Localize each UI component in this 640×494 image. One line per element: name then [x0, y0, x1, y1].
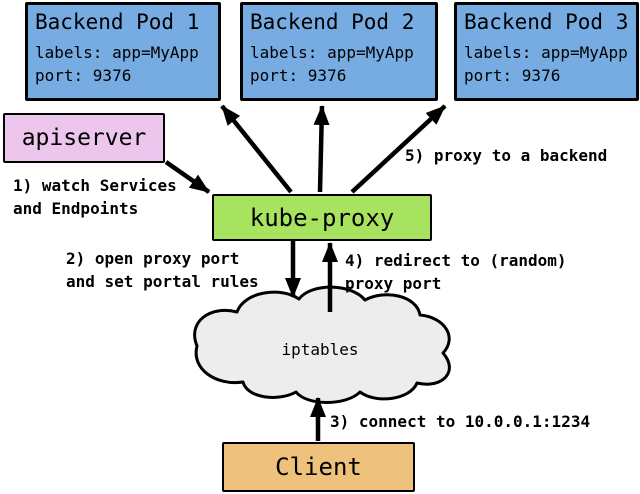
- annotation-step4-line1: 4) redirect to (random): [345, 251, 567, 270]
- annotation-step1: 1) watch Services and Endpoints: [13, 174, 177, 220]
- arrow-kube-proxy-to-pod1: [220, 104, 293, 194]
- pod-2-port: port: 9376: [250, 66, 347, 85]
- client-label: Client: [275, 453, 362, 481]
- annotation-step2-line2: and set portal rules: [66, 272, 259, 291]
- annotation-step3: 3) connect to 10.0.0.1:1234: [330, 410, 590, 433]
- annotation-step5-line1: 5) proxy to a backend: [405, 146, 608, 165]
- pod-3-port: port: 9376: [464, 66, 561, 85]
- pod-1-title: Backend Pod 1: [35, 10, 200, 34]
- annotation-step5: 5) proxy to a backend: [405, 144, 607, 167]
- apiserver-label: apiserver: [21, 125, 147, 151]
- annotation-step4: 4) redirect to (random) proxy port: [345, 249, 567, 295]
- iptables-cloud: [193, 285, 451, 404]
- iptables-label: iptables: [281, 340, 359, 359]
- kube-proxy-box: kube-proxy: [212, 194, 432, 241]
- pod-2-labels: labels: app=MyApp: [250, 43, 414, 62]
- arrow-kube-proxy-to-pod2: [313, 105, 330, 193]
- annotation-step2: 2) open proxy port and set portal rules: [66, 247, 259, 293]
- annotation-step1-line1: 1) watch Services: [13, 176, 177, 195]
- pod-1-labels: labels: app=MyApp: [35, 43, 199, 62]
- pod-2-title: Backend Pod 2: [250, 10, 415, 34]
- annotation-step2-line1: 2) open proxy port: [66, 249, 240, 268]
- pod-1-port: port: 9376: [35, 66, 132, 85]
- arrow-apiserver-to-kube-proxy: [164, 160, 211, 194]
- arrow-kube-proxy-to-pod3: [350, 104, 447, 194]
- client-box: Client: [222, 442, 415, 492]
- backend-pod-2-box: Backend Pod 2 labels: app=MyApp port: 93…: [240, 2, 438, 101]
- backend-pod-3-box: Backend Pod 3 labels: app=MyApp port: 93…: [454, 2, 639, 101]
- pod-3-title: Backend Pod 3: [464, 10, 629, 34]
- apiserver-box: apiserver: [3, 113, 165, 163]
- annotation-step4-line2: proxy port: [345, 274, 442, 293]
- annotation-step3-line1: 3) connect to 10.0.0.1:1234: [330, 412, 591, 431]
- pod-3-labels: labels: app=MyApp: [464, 43, 628, 62]
- kube-proxy-label: kube-proxy: [249, 203, 395, 232]
- backend-pod-1-box: Backend Pod 1 labels: app=MyApp port: 93…: [25, 2, 221, 101]
- annotation-step1-line2: and Endpoints: [13, 199, 139, 218]
